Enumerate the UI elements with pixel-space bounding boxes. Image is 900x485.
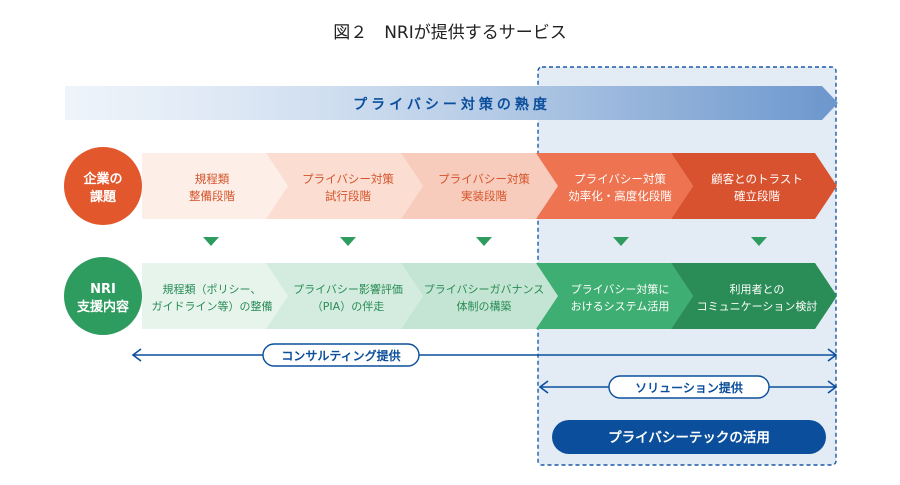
down-arrow-4 [613, 237, 629, 246]
solution-range-arrow: ソリューション提供 [538, 375, 838, 399]
support-step-1-line-1: 規程類（ポリシー、 [163, 282, 262, 296]
challenge-step-2-line-2: 試行段階 [325, 189, 371, 203]
challenge-step-4 [536, 153, 693, 219]
down-arrow-5 [751, 237, 767, 246]
challenge-step-3 [401, 153, 558, 219]
challenge-circle-line-2: 課題 [90, 189, 117, 205]
down-arrow-3 [476, 237, 492, 246]
support-step-2-line-2: （PIA）の伴走 [312, 300, 384, 313]
down-arrow-1 [203, 237, 219, 246]
challenge-step-4-line-2: 効率化・高度化段階 [568, 189, 672, 203]
challenge-row: 規程類 整備段階 プライバシー対策 試行段階 プライバシー対策 実装段階 プライ… [142, 153, 837, 219]
support-step-3-line-1: プライバシーガバナンス [424, 283, 545, 296]
down-arrow-2 [340, 237, 356, 246]
maturity-label: プライバシー対策の熟度 [353, 96, 551, 113]
support-circle-line-1: NRI [90, 282, 116, 297]
support-step-4-line-2: おけるシステム活用 [571, 300, 670, 313]
down-arrows [203, 237, 767, 246]
privacy-tech-button[interactable]: プライバシーテックの活用 [552, 420, 826, 454]
support-circle: NRI 支援内容 [64, 257, 142, 335]
challenge-step-4-line-1: プライバシー対策 [574, 172, 666, 186]
challenge-step-5-line-1: 顧客とのトラスト [711, 172, 803, 186]
support-step-4-line-1: プライバシー対策に [571, 282, 670, 296]
consulting-pill [262, 343, 420, 367]
solution-label: ソリューション提供 [635, 380, 743, 395]
challenge-step-1-line-2: 整備段階 [189, 189, 235, 203]
challenge-circle: 企業の 課題 [64, 147, 142, 225]
challenge-circle-line-1: 企業の [82, 171, 122, 187]
support-step-3 [401, 263, 558, 329]
challenge-step-5 [671, 153, 837, 219]
support-step-2-line-1: プライバシー影響評価 [293, 282, 403, 296]
challenge-step-1-line-1: 規程類 [195, 172, 230, 186]
challenge-step-2 [266, 153, 423, 219]
support-step-2 [266, 263, 423, 329]
consulting-range-arrow: コンサルティング提供 [131, 343, 838, 367]
privacy-tech-label: プライバシーテックの活用 [608, 429, 770, 446]
support-step-1-line-2: ガイドライン等）の整備 [152, 299, 273, 313]
maturity-arrow: プライバシー対策の熟度 [65, 86, 838, 120]
challenge-step-2-line-1: プライバシー対策 [302, 172, 394, 186]
solution-pill [608, 375, 770, 399]
support-step-5-line-1: 利用者との [730, 283, 785, 296]
support-step-5-line-2: コミュニケーション検討 [697, 299, 818, 313]
support-step-4 [536, 263, 693, 329]
challenge-step-1 [142, 153, 288, 219]
support-row: 規程類（ポリシー、 ガイドライン等）の整備 プライバシー影響評価 （PIA）の伴… [142, 263, 837, 329]
challenge-step-3-line-1: プライバシー対策 [438, 172, 530, 186]
support-step-1 [142, 263, 288, 329]
support-step-3-line-2: 体制の構築 [457, 299, 512, 313]
challenge-step-3-line-2: 実装段階 [461, 189, 507, 203]
support-circle-line-2: 支援内容 [76, 299, 129, 315]
challenge-step-5-line-2: 確立段階 [734, 189, 780, 203]
figure-title: 図２ NRIが提供するサービス [333, 23, 567, 43]
consulting-label: コンサルティング提供 [281, 348, 400, 363]
support-step-5 [671, 263, 837, 329]
